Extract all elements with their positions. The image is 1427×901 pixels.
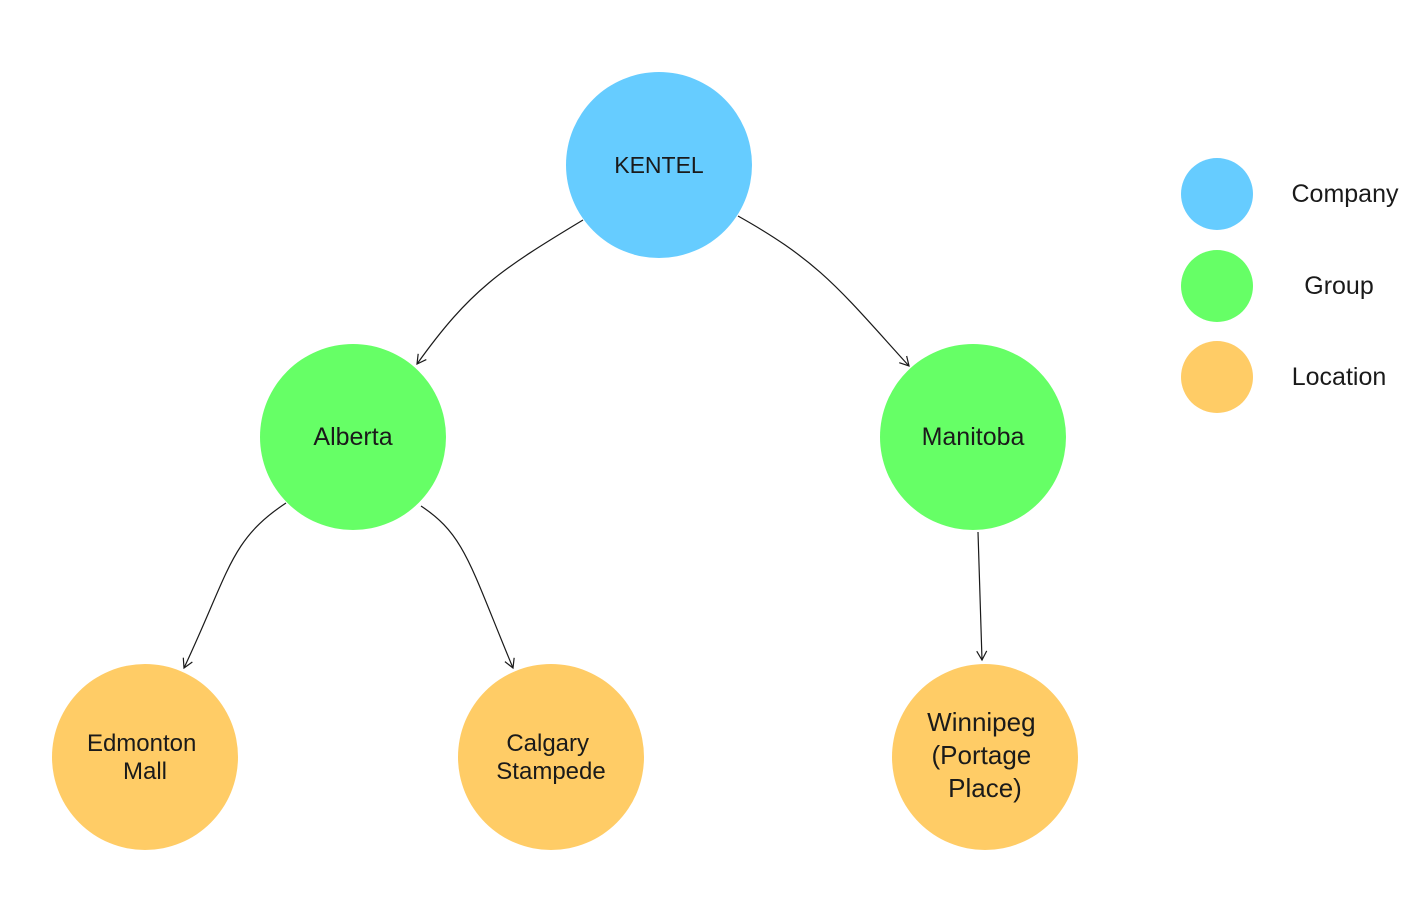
node-label-line: Alberta [313,423,392,451]
company-circle [566,72,752,258]
legend-swatch-group [1181,250,1253,322]
node-label-manitoba: Manitoba [922,423,1025,451]
node-label-winnipeg: Winnipeg (Portage Place) [927,707,1043,803]
legend-label-company: Company [1292,180,1399,208]
legend-swatch-location [1181,341,1253,413]
node-winnipeg-portage-place[interactable]: Winnipeg (Portage Place) [892,664,1078,850]
legend-item-group: Group [1181,250,1374,322]
legend-item-location: Location [1181,341,1386,413]
legend-label-group: Group [1304,272,1373,300]
edge-alberta-calgary [420,505,515,670]
node-label-kentel: KENTEL [614,152,704,178]
location-circle [52,664,238,850]
node-alberta[interactable]: Alberta [260,344,446,530]
node-edmonton-mall[interactable]: Edmonton Mall [52,664,238,850]
location-circle [458,664,644,850]
node-label-line: (Portage [932,740,1032,770]
legend: Company Group Location [1181,158,1399,413]
legend-label-location: Location [1292,363,1387,391]
node-label-line: KENTEL [614,152,704,178]
node-label-line: Mall [123,758,167,785]
edge-alberta-edmonton [182,502,287,670]
legend-swatch-company [1181,158,1253,230]
node-manitoba[interactable]: Manitoba [880,344,1066,530]
node-label-line: Winnipeg [927,707,1035,737]
node-label-line: Manitoba [922,423,1025,451]
node-calgary-stampede[interactable]: Calgary Stampede [458,664,644,850]
node-label-calgary: Calgary Stampede [496,730,605,785]
node-label-line: Calgary [506,730,589,757]
edges [182,215,988,670]
group-circle [880,344,1066,530]
edge-kentel-alberta [416,219,584,366]
group-circle [260,344,446,530]
legend-item-company: Company [1181,158,1399,230]
node-label-edmonton: Edmonton Mall [87,730,203,785]
node-label-alberta: Alberta [313,423,392,451]
edge-manitoba-winnipeg [976,531,988,662]
edge-kentel-manitoba [737,215,910,367]
node-label-line: Stampede [496,758,605,785]
node-label-line: Place) [948,773,1022,803]
node-kentel[interactable]: KENTEL [566,72,752,258]
node-label-line: Edmonton [87,730,196,757]
location-circle [892,664,1078,850]
